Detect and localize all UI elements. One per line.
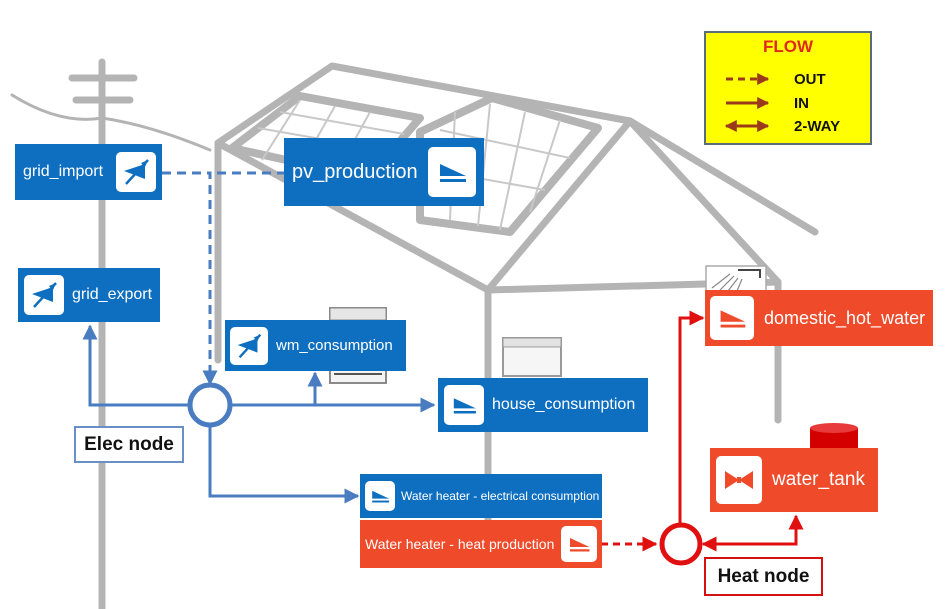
heat-node-circle: [659, 522, 703, 566]
dryer-appliance-icon: [502, 337, 562, 377]
storage-bowtie-icon: [716, 456, 762, 504]
heat-source-icon: [561, 526, 597, 562]
grid-export-label: grid_export: [72, 286, 153, 303]
water-heater-electrical-block[interactable]: Water heater - electrical consumption: [360, 474, 602, 518]
shower-head-icon: [705, 265, 767, 293]
legend-in-label: IN: [794, 95, 809, 112]
water-tank-block[interactable]: water_tank: [710, 448, 878, 512]
water-tank-label: water_tank: [772, 469, 865, 490]
meter-bidirectional-icon: [230, 326, 268, 365]
meter-bidirectional-icon: [24, 275, 64, 315]
consumption-meter-icon: [365, 481, 395, 511]
elec-node-label: Elec node: [74, 426, 184, 463]
grid-export-block[interactable]: grid_export: [18, 268, 160, 322]
legend-title: FLOW: [762, 37, 814, 56]
domestic-hot-water-label: domestic_hot_water: [764, 307, 926, 328]
meter-bidirectional-icon: [116, 152, 156, 192]
heat-node-label: Heat node: [704, 557, 823, 596]
flow-heat-node-to-dhw: [678, 310, 705, 525]
wm-consumption-label: wm_consumption: [276, 337, 393, 354]
legend-out-label: OUT: [794, 71, 826, 88]
pv-production-block[interactable]: pv_production: [284, 138, 484, 206]
flow-elec-node-to-wm: [232, 371, 323, 407]
legend-arrows: [724, 73, 770, 132]
house-consumption-label: house_consumption: [492, 396, 636, 413]
water-heater-heat-label: Water heater - heat production: [365, 536, 555, 552]
water-heater-heat-block[interactable]: Water heater - heat production: [360, 520, 602, 568]
legend-twoway-label: 2-WAY: [794, 118, 841, 135]
flow-grid-import-to-elec-node: [162, 171, 218, 386]
flow-heat-node-water-tank-2way: [701, 514, 804, 552]
wm-consumption-block[interactable]: wm_consumption: [225, 320, 406, 371]
flow-elec-node-to-grid-export: [82, 324, 188, 407]
house-consumption-block[interactable]: house_consumption: [438, 378, 648, 432]
grid-import-block[interactable]: grid_import: [15, 144, 162, 200]
consumption-meter-icon: [444, 385, 484, 425]
domestic-hot-water-block[interactable]: domestic_hot_water: [705, 290, 933, 346]
source-meter-icon: [428, 147, 476, 197]
elec-node-circle: [187, 382, 233, 428]
heat-consumption-icon: [710, 296, 754, 340]
flow-elec-node-to-water-heater: [208, 426, 360, 504]
flow-legend: FLOW OUT IN 2-WAY: [704, 31, 872, 145]
water-heater-electrical-label: Water heater - electrical consumption: [401, 489, 600, 503]
grid-import-label: grid_import: [23, 163, 104, 180]
pv-production-label: pv_production: [292, 160, 418, 183]
